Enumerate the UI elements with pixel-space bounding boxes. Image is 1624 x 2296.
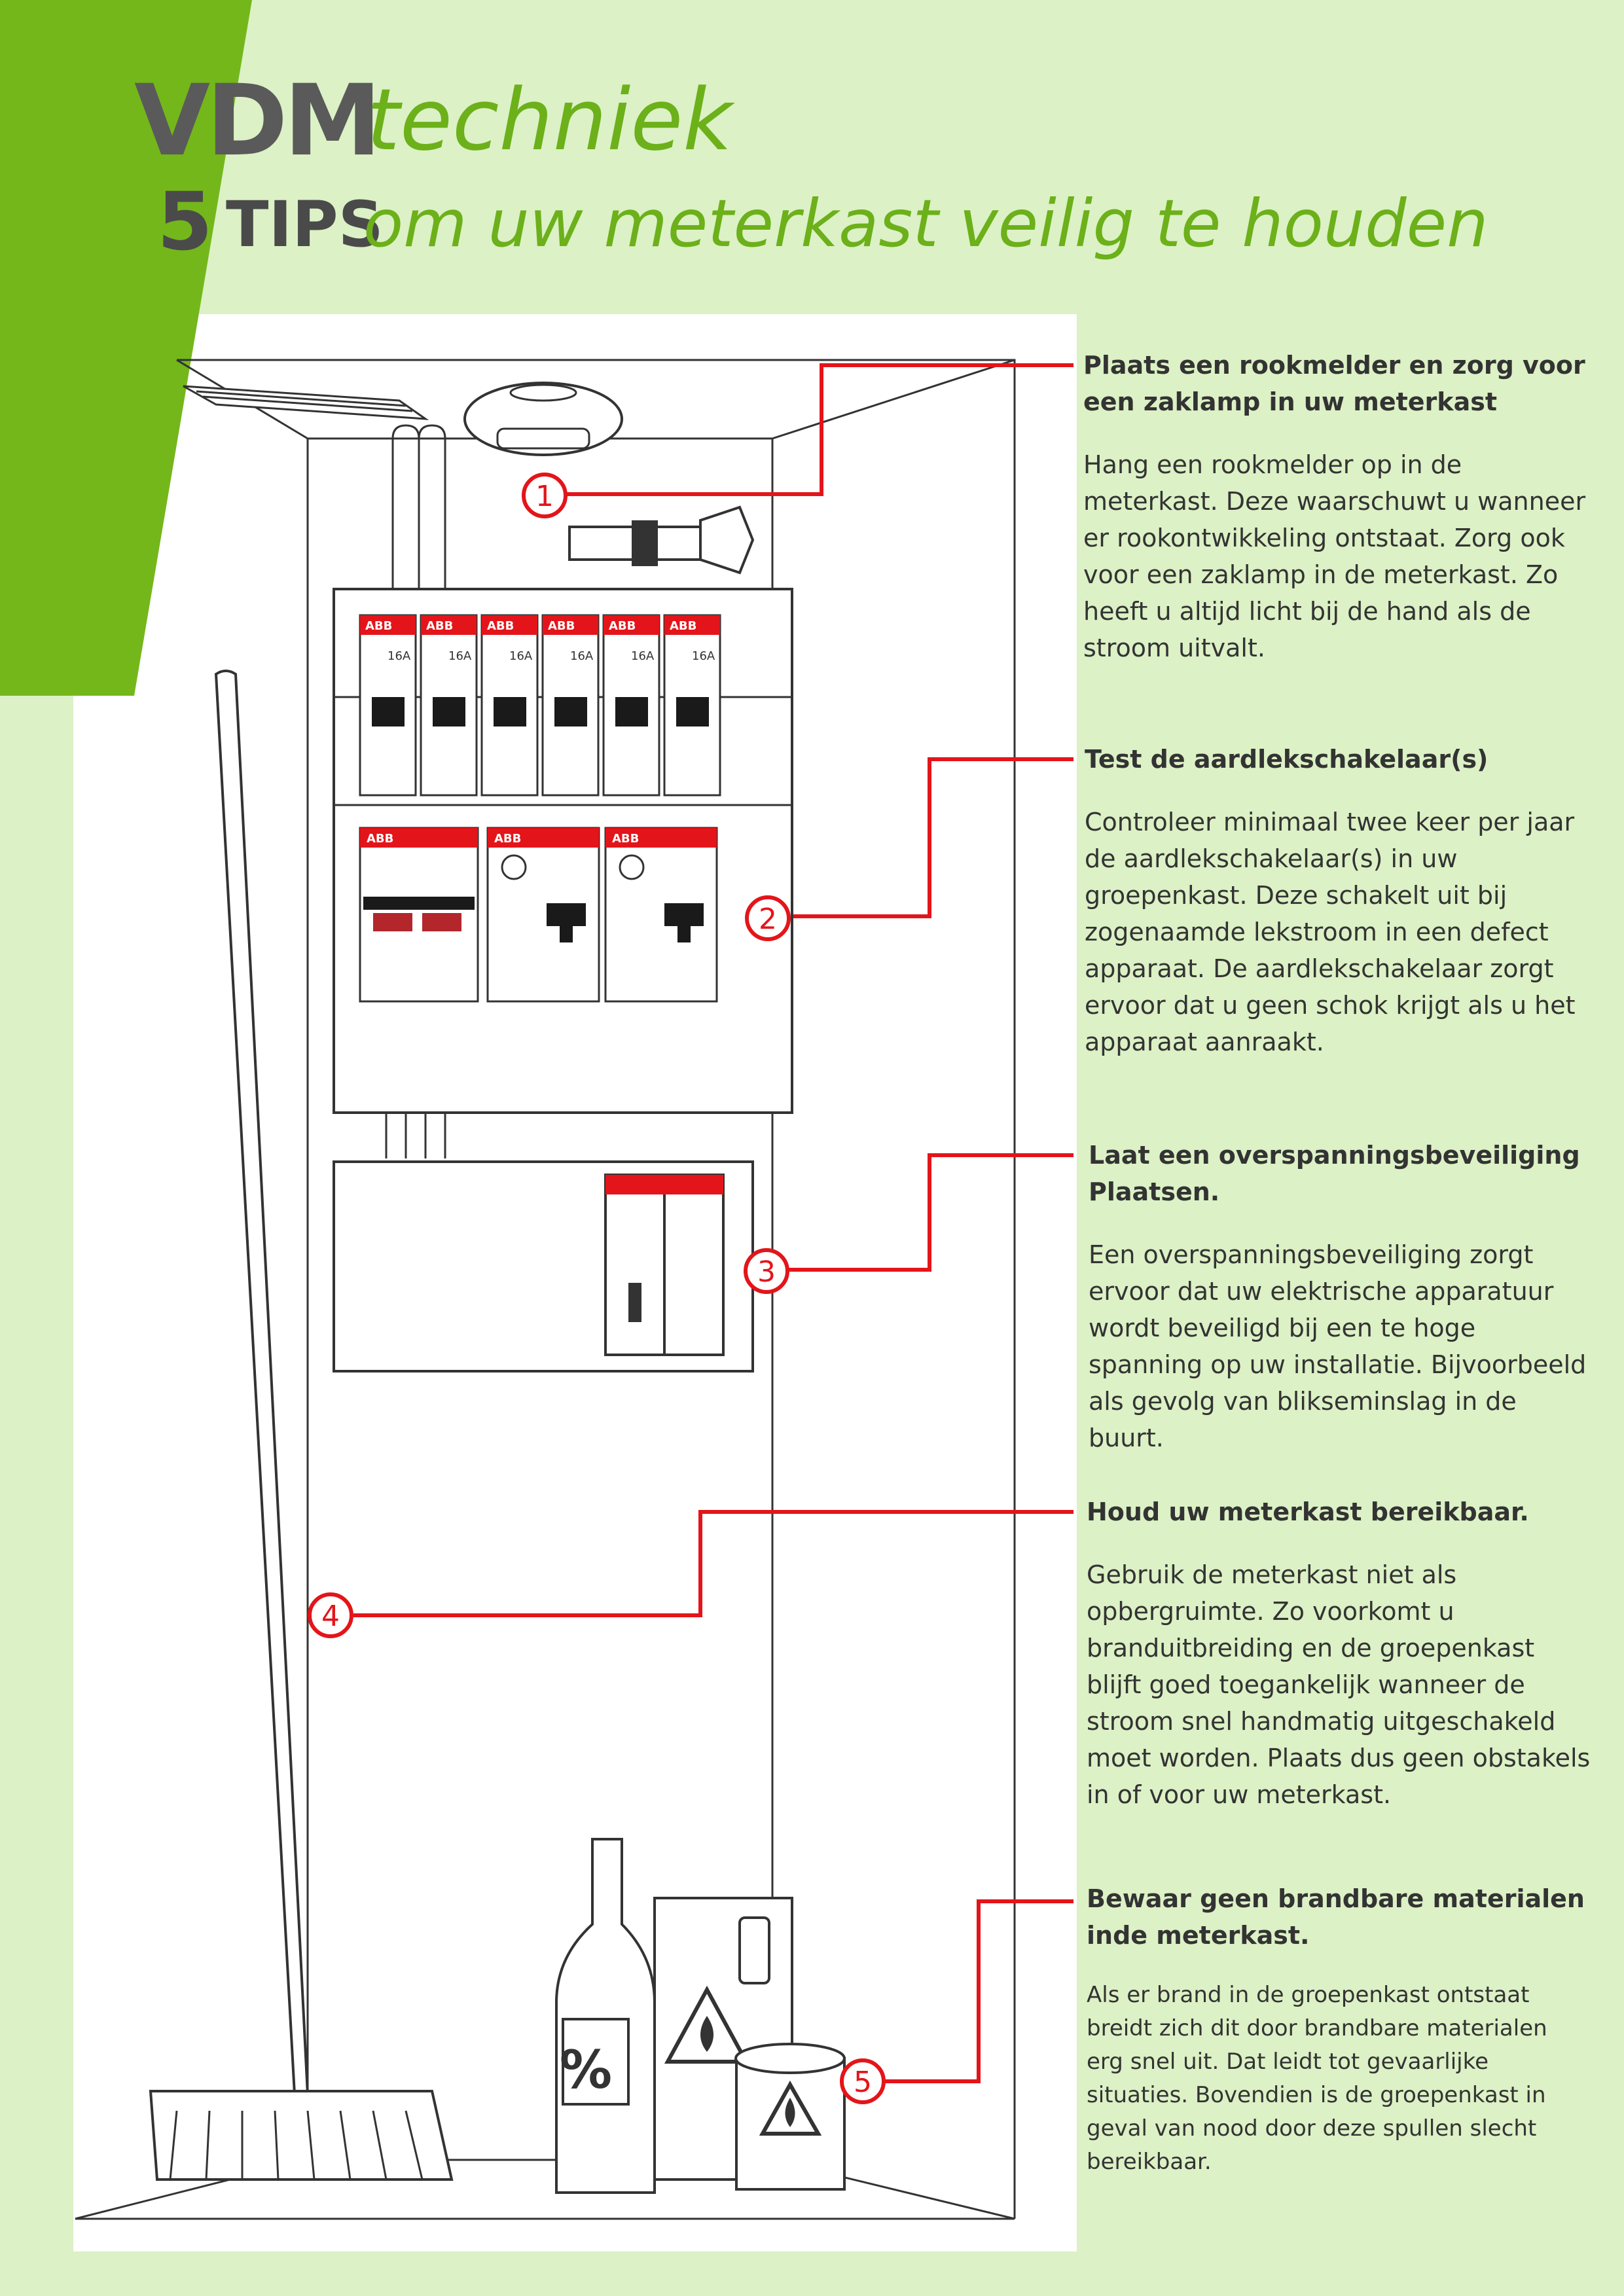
breaker-module: ABB 16A [359,614,417,797]
marker-5: 5 [840,2058,886,2104]
tip-5: Bewaar geen brandbare materialen inde me… [1087,1880,1591,2179]
logo-word: techniek [367,70,732,170]
tip-4-title: Houd uw meterkast bereikbaar. [1087,1498,1529,1526]
tip-1-title: Plaats een rookmelder en zorg voor een z… [1083,351,1585,416]
breaker-brand: ABB [487,619,514,633]
surge-protection-panel [333,1160,754,1372]
module-brand: ABB [612,832,639,846]
rcd-module: ABB [604,827,718,1003]
breaker-brand: ABB [670,619,696,633]
breaker-module: ABB 16A [602,614,660,797]
smoke-detector-icon [463,382,623,456]
tip-2-title: Test de aardlekschakelaar(s) [1085,745,1489,774]
logo-mark: VDM [134,64,382,178]
marker-number: 5 [854,2066,872,2099]
green-corner-wedge [0,0,252,696]
breaker-module: ABB 16A [420,614,478,797]
tip-1-body: Hang een rookmelder op in de meterkast. … [1083,450,1586,662]
vent-icon [183,385,429,420]
leader-lines [353,363,1074,2083]
broom-icon [149,670,454,2181]
marker-number: 1 [535,480,554,513]
tip-5-body: Als er brand in de groepenkast ontstaat … [1087,1982,1547,2175]
tip-3: Laat een overspanningsbeveiliging Plaats… [1089,1137,1593,1456]
breaker-brand: ABB [426,619,453,633]
cables [385,424,446,1158]
headline-number: 5 [157,175,213,268]
tip-4-body: Gebruik de meterkast niet als opbergruim… [1087,1560,1591,1809]
breaker-rating: 16A [570,649,594,663]
tip-3-title: Laat een overspanningsbeveiliging Plaats… [1089,1141,1580,1206]
marker-number: 2 [759,903,777,936]
paint-can-icon [734,2043,846,2191]
marker-3: 3 [744,1248,789,1294]
bottle-label: % [560,2039,612,2100]
marker-1: 1 [522,473,568,518]
breaker-panel: ABB 16A ABB 16A ABB 16A ABB 16A ABB 16A ABB 16A ABB… [333,588,793,1114]
breaker-brand: ABB [548,619,575,633]
marker-4: 4 [308,1592,353,1638]
breaker-rating: 16A [631,649,655,663]
rcd-module: ABB [486,827,600,1003]
flashlight-icon [568,505,755,575]
marker-number: 3 [757,1255,776,1289]
breaker-module: ABB 16A [541,614,600,797]
breaker-brand: ABB [609,619,636,633]
tip-5-title: Bewaar geen brandbare materialen inde me… [1087,1884,1585,1950]
headline-tips: TIPS [226,188,384,261]
headline-rest: om uw meterkast veilig te houden [363,185,1489,262]
marker-number: 4 [321,1600,340,1633]
breaker-module: ABB 16A [663,614,721,797]
tip-4: Houd uw meterkast bereikbaar. Gebruik de… [1087,1494,1591,1813]
breaker-module: ABB 16A [480,614,539,797]
module-brand: ABB [367,832,393,846]
tip-3-body: Een overspanningsbeveiliging zorgt ervoo… [1089,1240,1587,1452]
breaker-rating: 16A [448,649,472,663]
breaker-brand: ABB [365,619,392,633]
breaker-rating: 16A [509,649,533,663]
bottle-icon: % [555,1838,656,2194]
breaker-rating: 16A [388,649,411,663]
tip-2-body: Controleer minimaal twee keer per jaar d… [1085,808,1576,1056]
marker-2: 2 [745,895,791,941]
tip-1: Plaats een rookmelder en zorg voor een z… [1083,347,1587,666]
main-switch: ABB [359,827,479,1003]
tip-2: Test de aardlekschakelaar(s) Controleer … [1085,741,1589,1060]
breaker-rating: 16A [692,649,715,663]
module-brand: ABB [494,832,521,846]
